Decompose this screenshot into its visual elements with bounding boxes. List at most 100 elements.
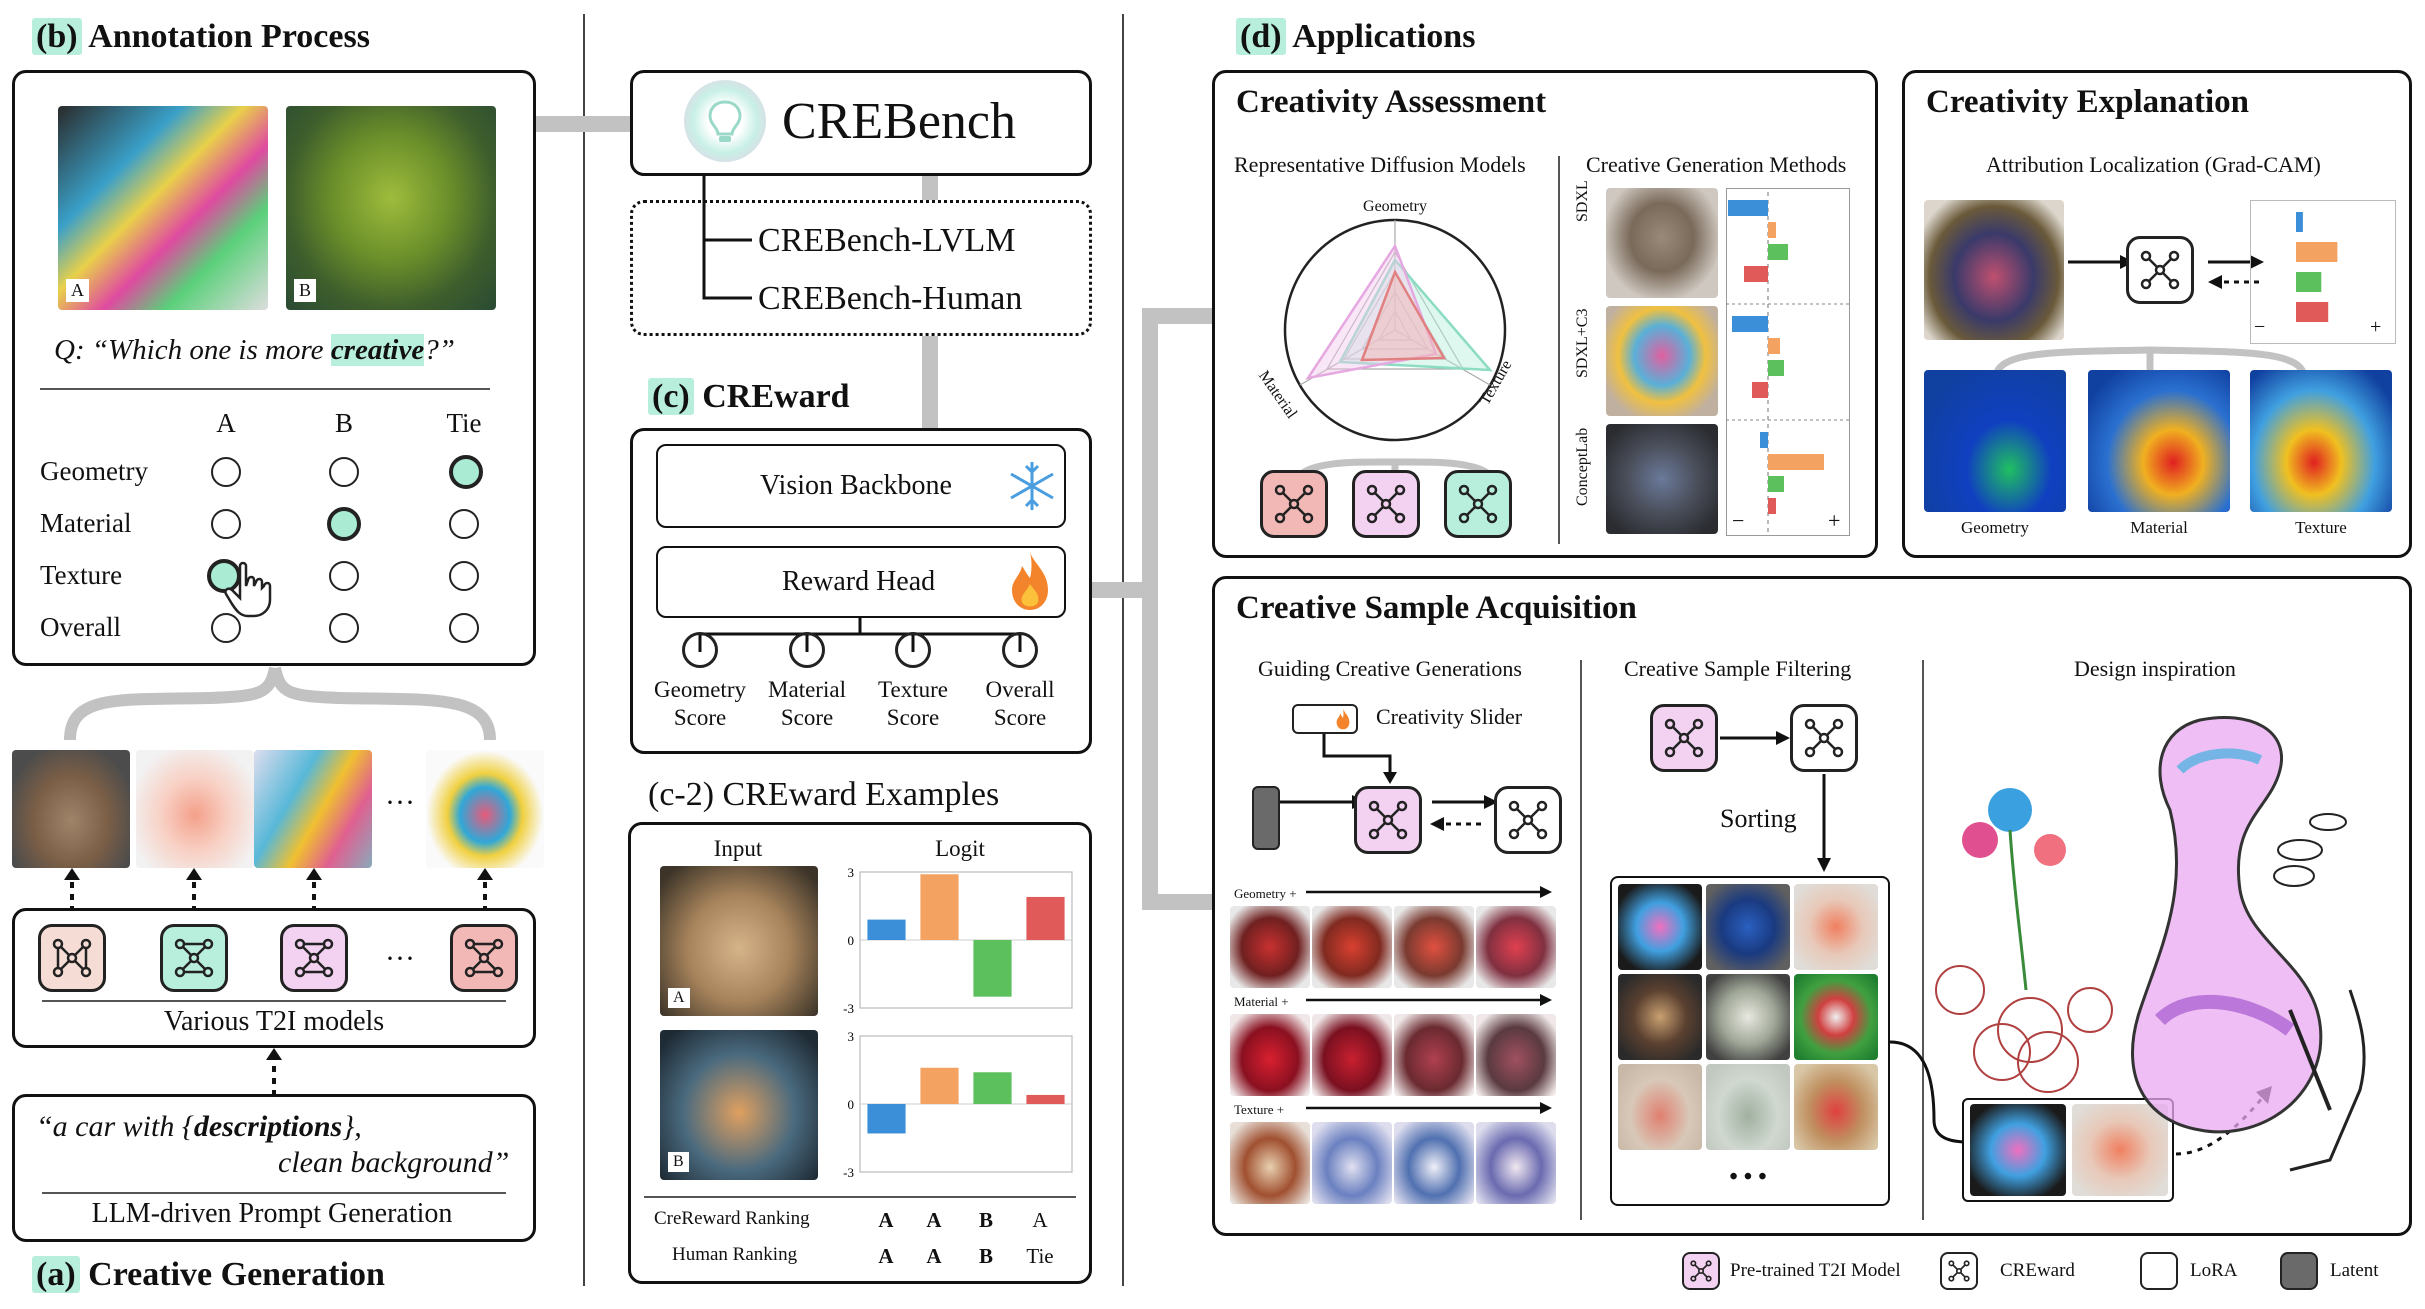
section-a-title: (a) Creative Generation	[32, 1256, 385, 1294]
t2i-model-icon	[1444, 470, 1512, 538]
image-label: A	[66, 279, 89, 302]
row-label-geometry: Geometry	[40, 456, 148, 486]
gradcam-label: Texture	[2295, 518, 2347, 537]
ranking-cell: A	[878, 1244, 894, 1268]
t2i-model-icon	[1354, 786, 1422, 854]
radio-overall-b[interactable]	[329, 613, 359, 643]
annotation-image-b: B	[286, 106, 496, 310]
snowflake-icon	[1010, 462, 1054, 510]
t2i-model-icon	[1650, 704, 1718, 772]
backpack-image	[1476, 906, 1556, 988]
explanation-subtitle: Attribution Localization (Grad-CAM)	[1986, 152, 2321, 177]
t2i-model-icon	[1352, 470, 1420, 538]
handbag-image	[1394, 1014, 1474, 1096]
method-bar	[1768, 498, 1776, 514]
divider	[42, 1000, 506, 1002]
inspiration-sample	[2072, 1104, 2168, 1196]
crebench-human: CREBench-Human	[758, 280, 1023, 317]
legend-creward-icon	[1940, 1252, 1978, 1290]
models-label: Various T2I models	[163, 1006, 385, 1037]
handbag-image	[1230, 1014, 1310, 1096]
vision-backbone-label: Vision Backbone	[760, 470, 952, 501]
handbag-image	[1312, 1014, 1392, 1096]
method-bar	[1752, 382, 1768, 398]
explanation-title: Creativity Explanation	[1926, 84, 2249, 120]
radio-overall-tie[interactable]	[449, 613, 479, 643]
tick-label: 0	[848, 1097, 855, 1112]
radio-material-tie[interactable]	[449, 509, 479, 539]
vase-image	[1706, 974, 1790, 1060]
connector	[922, 336, 938, 428]
radio-material-b[interactable]	[327, 507, 361, 541]
crebench-title: CREBench	[782, 93, 1016, 150]
method-bar	[1768, 360, 1784, 376]
prompt-line-2: clean background”	[278, 1146, 510, 1179]
score-dot-overall	[1002, 632, 1038, 668]
legend-label: Latent	[2330, 1260, 2379, 1281]
ranking-cell: A	[926, 1208, 942, 1232]
gradcam-texture	[2250, 370, 2392, 512]
ranking-cell: A	[878, 1208, 894, 1232]
section-b-title: (b) Annotation Process	[32, 18, 370, 56]
col-header-b: B	[334, 408, 354, 438]
tick-label: 3	[848, 865, 855, 880]
method-label-sdxl-c3: SDXL+C3	[1574, 308, 1591, 378]
radio-texture-tie[interactable]	[449, 561, 479, 591]
divider	[644, 1196, 1076, 1198]
gradcam-material	[2088, 370, 2230, 512]
radio-geometry-tie[interactable]	[449, 455, 483, 489]
method-bar	[1732, 316, 1768, 332]
row-label-geometry: Geometry +	[1234, 886, 1297, 901]
vase-image	[1618, 974, 1702, 1060]
creativity-slider[interactable]	[1292, 704, 1358, 734]
ranking-cell: B	[978, 1208, 994, 1232]
explanation-bars-chart	[2296, 212, 2338, 322]
method-bar	[1760, 432, 1768, 448]
legend-latent-icon	[2280, 1252, 2318, 1290]
example-image-b: B	[660, 1030, 818, 1180]
connector	[536, 116, 634, 132]
explanation-arrows	[2068, 255, 2264, 289]
crebench-lvlm: CREBench-LVLM	[758, 222, 1016, 259]
divider	[1580, 660, 1582, 1220]
generated-image-1	[12, 750, 130, 868]
vase-image	[1706, 1064, 1790, 1150]
tick-label: 3	[848, 1029, 855, 1044]
legend-label: LoRA	[2190, 1260, 2238, 1281]
radio-geometry-a[interactable]	[211, 457, 241, 487]
column-divider	[583, 14, 585, 1286]
t2i-model-icon	[38, 924, 106, 992]
score-dot-texture	[895, 632, 931, 668]
prompt-caption: LLM-driven Prompt Generation	[91, 1198, 453, 1229]
radio-overall-a[interactable]	[211, 613, 241, 643]
method-image-conceptlab	[1606, 424, 1718, 534]
radio-geometry-b[interactable]	[329, 457, 359, 487]
legend-t2i-icon	[1682, 1252, 1720, 1290]
method-image-sdxl-c3	[1606, 306, 1718, 416]
creward-icon	[1494, 786, 1562, 854]
radio-texture-b[interactable]	[329, 561, 359, 591]
method-bar	[1768, 338, 1780, 354]
col-header-tie: Tie	[446, 408, 482, 438]
backpack-image	[1312, 906, 1392, 988]
ellipsis: ···	[385, 942, 415, 975]
explanation-bar	[2296, 212, 2303, 232]
divider	[1558, 156, 1560, 544]
filtering-subtitle: Creative Sample Filtering	[1624, 656, 1852, 681]
plus-sign: +	[1828, 508, 1841, 533]
logit-bar-overall	[1026, 896, 1065, 940]
radio-material-a[interactable]	[211, 509, 241, 539]
logit-bar-overall	[1026, 1094, 1065, 1104]
image-label: B	[668, 1152, 689, 1172]
explanation-bar	[2296, 242, 2338, 262]
gradcam-label: Material	[2130, 518, 2188, 537]
method-bars-chart	[1726, 192, 1850, 532]
brace-connector	[64, 666, 496, 741]
plus-sign: +	[2370, 316, 2382, 338]
crebench-variants-box	[630, 200, 1092, 336]
annotation-image-a: A	[58, 106, 268, 310]
method-label-sdxl: SDXL	[1574, 180, 1591, 222]
